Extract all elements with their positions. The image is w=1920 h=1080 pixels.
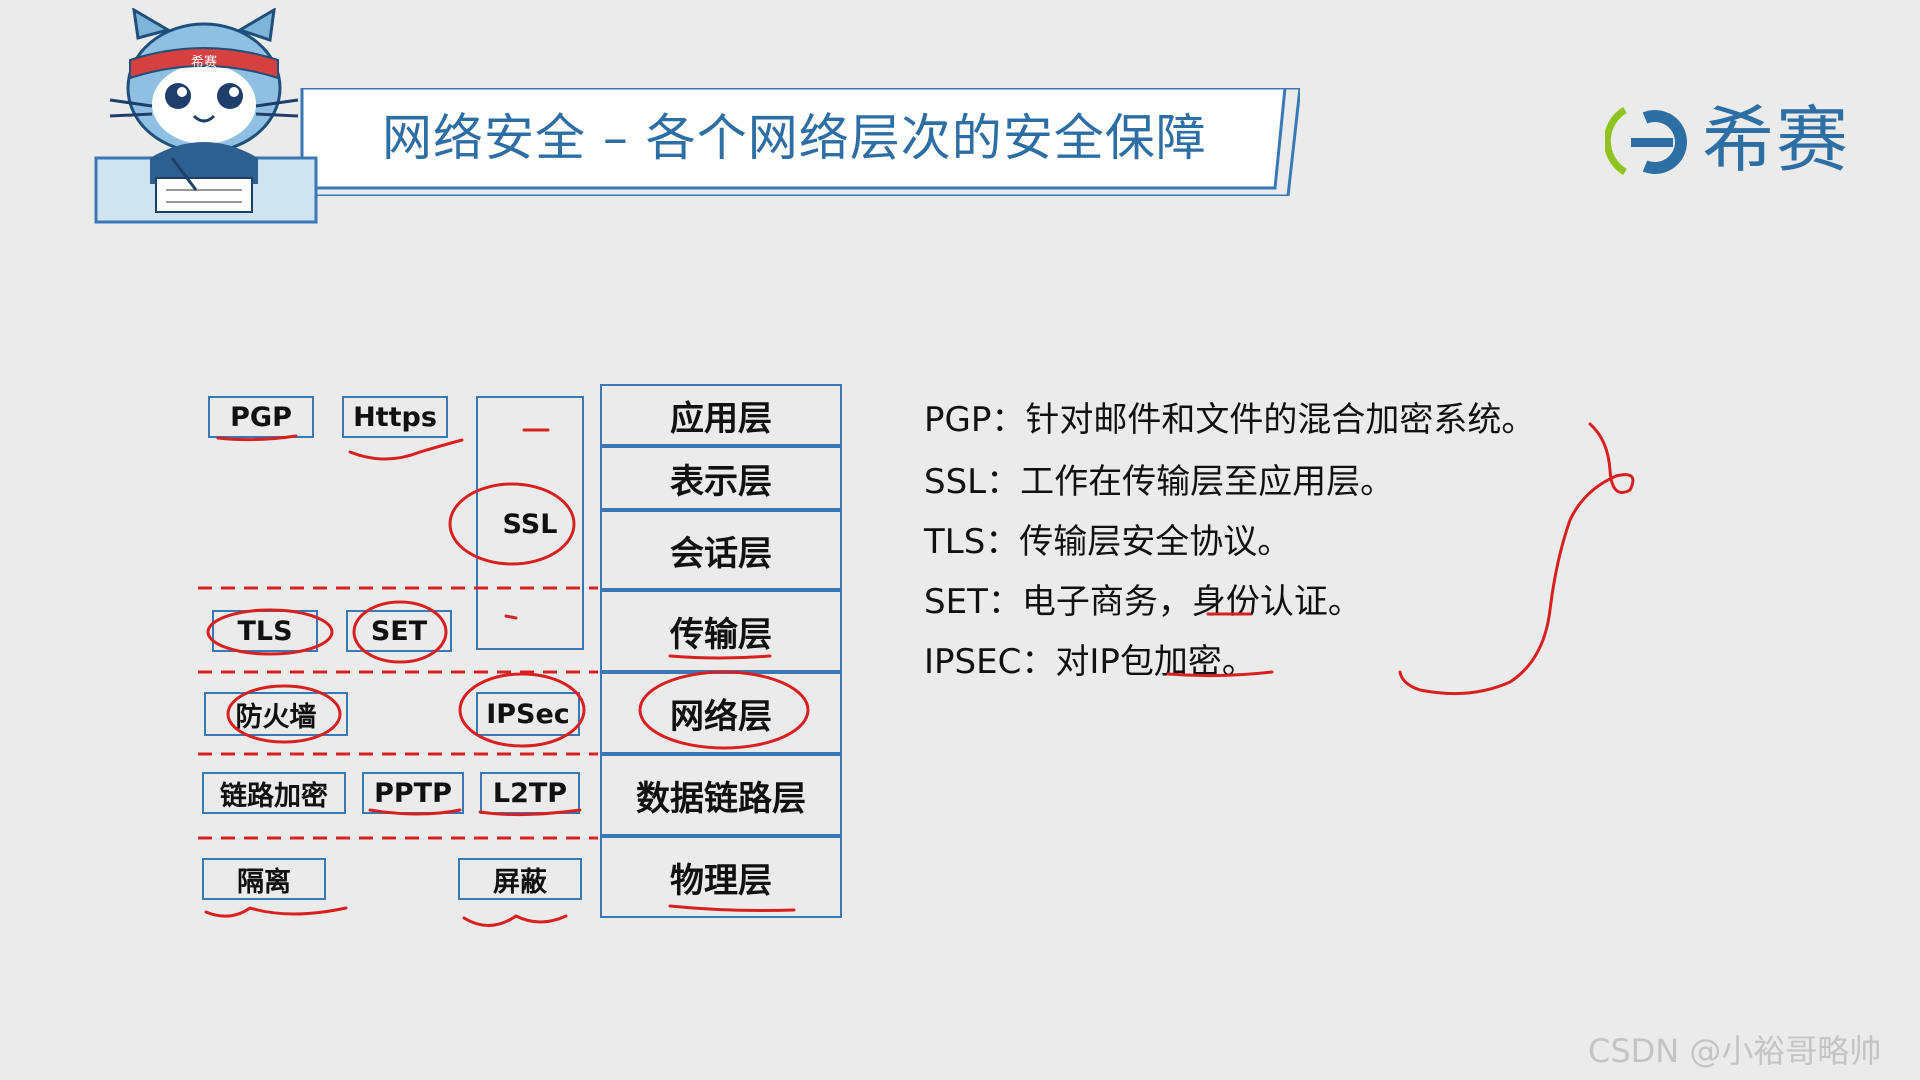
note-set: SET：电子商务，身份认证。 bbox=[924, 582, 1362, 622]
watermark: CSDN @小裕哥略帅 bbox=[1588, 1032, 1882, 1070]
layer-data-link: 数据链路层 bbox=[600, 754, 842, 836]
page-title: 网络安全 – 各个网络层次的安全保障 bbox=[382, 109, 1207, 167]
underline-mark bbox=[204, 906, 348, 918]
layer-physical: 物理层 bbox=[600, 836, 842, 918]
underline-mark bbox=[348, 438, 464, 461]
protocol-pgp: PGP bbox=[208, 396, 314, 438]
note-pgp: PGP：针对邮件和文件的混合加密系统。 bbox=[924, 400, 1536, 440]
protocol-https: Https bbox=[342, 396, 448, 438]
layer-network: 网络层 bbox=[600, 672, 842, 754]
mascot-cat-icon: 希赛 bbox=[94, 8, 318, 224]
brand-name: 希赛 bbox=[1702, 98, 1851, 182]
layer-transport: 传输层 bbox=[600, 590, 842, 672]
bracket-mark bbox=[1398, 422, 1635, 696]
protocol-link-encryption: 链路加密 bbox=[202, 772, 346, 814]
protocol-firewall: 防火墙 bbox=[204, 692, 348, 736]
note-ssl: SSL：工作在传输层至应用层。 bbox=[924, 462, 1395, 502]
protocol-l2tp: L2TP bbox=[480, 772, 580, 814]
protocol-pptp: PPTP bbox=[362, 772, 464, 814]
note-tls: TLS：传输层安全协议。 bbox=[924, 522, 1292, 562]
mascot-badge: 希赛 bbox=[191, 54, 217, 70]
xisai-logo-icon bbox=[1605, 106, 1687, 176]
protocol-ssl: SSL bbox=[502, 508, 558, 540]
layer-session: 会话层 bbox=[600, 510, 842, 590]
protocol-shielding: 屏蔽 bbox=[458, 858, 582, 900]
protocol-set: SET bbox=[346, 610, 452, 652]
protocol-ipsec: IPSec bbox=[476, 692, 580, 736]
layer-application: 应用层 bbox=[600, 384, 842, 446]
note-ipsec: IPSEC：对IP包加密。 bbox=[924, 642, 1256, 682]
protocol-isolation: 隔离 bbox=[202, 858, 326, 900]
layer-presentation: 表示层 bbox=[600, 446, 842, 510]
protocol-tls: TLS bbox=[212, 610, 318, 652]
underline-mark bbox=[462, 914, 568, 927]
